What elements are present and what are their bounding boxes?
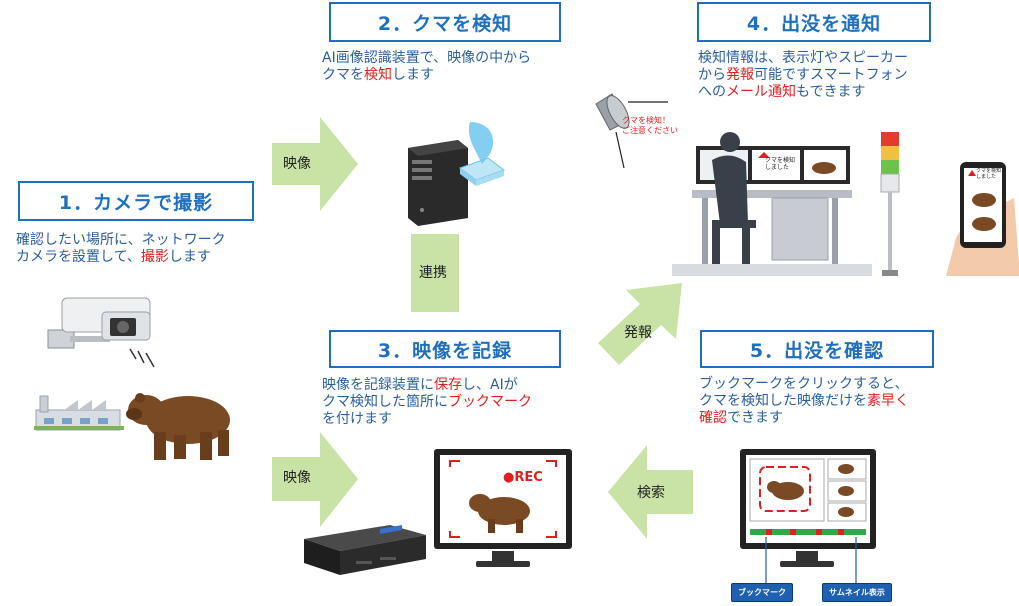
step3-line1-pre: 映像を記録装置に	[322, 377, 434, 393]
step4-line2-post: 可能ですスマートフォン	[754, 67, 908, 83]
step4-line2-red: 発報	[726, 67, 754, 83]
step5-line2-pre: クマを検知した映像だけを	[699, 393, 867, 409]
link-arrow	[411, 234, 459, 312]
smartphone-icon	[946, 162, 1019, 276]
step2-description: AI画像認識装置で、映像の中から クマを検知します	[322, 50, 531, 84]
phone-screen-alert-line1: クマを検知	[976, 168, 1002, 174]
speaker-message-line2: ご注意ください	[622, 126, 678, 135]
video-recorder-icon	[304, 525, 426, 575]
thumbnail-callout: サムネイル表示	[822, 583, 892, 602]
phone-screen-alert-line2: しました	[976, 174, 997, 180]
desk-screen-alert: クマを検知 しました	[765, 157, 795, 171]
step1-line2: カメラを設置して、撮影します	[16, 249, 226, 266]
step3-line3: を付けます	[322, 411, 392, 427]
step2-line1: AI画像認識装置で、映像の中から	[322, 50, 532, 66]
video-arrow-bottom	[272, 432, 358, 527]
speaker-icon	[595, 93, 668, 169]
step5-line3-red: 確認	[699, 410, 727, 426]
step5-line2-red: 素早く	[867, 393, 909, 409]
step2-line2-pre: クマを	[322, 67, 364, 83]
step2-title: 2．クマを検知	[329, 2, 561, 42]
step4-line3-pre: への	[698, 84, 726, 100]
step3-line1-red: 保存	[434, 377, 462, 393]
step5-line1: ブックマークをクリックすると、	[699, 376, 909, 392]
step3-line2-red: ブックマーク	[448, 394, 532, 410]
alert-label: 発報	[624, 325, 652, 341]
network-camera-icon	[47, 297, 151, 349]
search-arrow	[608, 445, 693, 539]
signal-tower-icon	[880, 132, 900, 276]
phone-screen-alert: クマを検知 しました	[976, 168, 1001, 180]
step5-line2: クマを検知した映像だけを素早く	[699, 393, 909, 410]
step5-description: ブックマークをクリックすると、 クマを検知した映像だけを素早く 確認できます	[699, 376, 909, 427]
link-label: 連携	[419, 265, 447, 281]
step3-line2: クマ検知した箇所にブックマーク	[322, 394, 532, 411]
step4-line3-red: メール通知	[726, 84, 796, 100]
step1-line1: 確認したい場所に、ネットワーク	[16, 232, 226, 248]
step4-description: 検知情報は、表示灯やスピーカー から発報可能ですスマートフォン へのメール通知も…	[698, 50, 908, 101]
step1-description: 確認したい場所に、ネットワーク カメラを設置して、撮影します	[16, 232, 226, 266]
step1-line2-pre: カメラを設置して、	[16, 249, 141, 265]
step4-line2-pre: から	[698, 67, 726, 83]
recording-monitor-icon	[434, 449, 572, 567]
signal-lines-icon	[129, 348, 155, 368]
video-arrow-top	[272, 117, 358, 211]
bookmark-callout: ブックマーク	[731, 583, 793, 602]
step2-line2-red: 検知	[364, 67, 392, 83]
callout-connectors	[765, 537, 857, 583]
search-label: 検索	[637, 485, 665, 501]
factory-icon	[34, 395, 124, 431]
step4-line1: 検知情報は、表示灯やスピーカー	[698, 50, 908, 66]
step1-line2-red: 撮影	[140, 249, 169, 265]
step2-line2-post: します	[392, 67, 434, 83]
step5-title: 5．出没を確認	[700, 330, 934, 368]
step5-line3-post: できます	[727, 410, 783, 426]
step4-line3-post: もできます	[796, 84, 866, 100]
step1-title: 1．カメラで撮影	[18, 181, 254, 221]
alert-arrow	[598, 283, 682, 365]
operator-desk-icon	[672, 132, 872, 276]
step2-line2: クマを検知します	[322, 67, 531, 84]
step3-line2-pre: クマ検知した箇所に	[322, 394, 448, 410]
video-label-top: 映像	[283, 156, 311, 172]
video-label-bottom: 映像	[283, 470, 311, 486]
step1-line2-post: します	[168, 249, 211, 265]
bear-icon	[126, 393, 230, 460]
rec-label: ●REC	[503, 470, 543, 485]
step3-description: 映像を記録装置に保存し、AIが クマ検知した箇所にブックマーク を付けます	[322, 377, 532, 428]
speaker-message: クマを検知！ ご注意ください	[622, 116, 678, 136]
step4-line2: から発報可能ですスマートフォン	[698, 67, 908, 84]
step4-title: 4．出没を通知	[697, 2, 931, 42]
ai-server-icon	[408, 122, 506, 226]
step4-line3: へのメール通知もできます	[698, 84, 908, 101]
speaker-message-line1: クマを検知！	[622, 116, 670, 125]
step3-line1: 映像を記録装置に保存し、AIが	[322, 377, 532, 394]
playback-monitor-icon	[740, 449, 876, 567]
step3-line1-post: し、AIが	[462, 377, 518, 393]
step5-line3: 確認できます	[699, 410, 909, 427]
desk-screen-alert-line2: しました	[765, 164, 790, 171]
desk-screen-alert-line1: クマを検知	[765, 157, 796, 164]
step3-title: 3．映像を記録	[329, 330, 561, 368]
